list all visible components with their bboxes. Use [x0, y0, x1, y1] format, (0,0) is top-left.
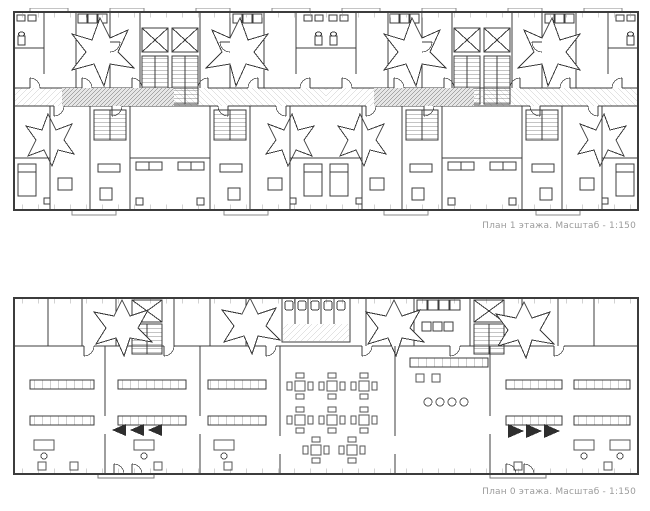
elevator — [473, 299, 505, 323]
stools — [423, 397, 469, 407]
cafe-tables — [286, 372, 378, 464]
floor1-building — [13, 8, 639, 215]
void-cut-symbol — [495, 301, 555, 359]
floor0-caption: План 0 этажа. Масштаб - 1:150 — [482, 487, 636, 497]
building-outline — [13, 297, 639, 475]
corridor-dense-hatch — [62, 88, 174, 106]
window-mullions — [14, 12, 638, 18]
bar-counter — [409, 357, 489, 368]
wall-units — [37, 373, 613, 471]
floor0-building — [13, 297, 639, 479]
window-mullions — [14, 204, 638, 210]
kitchen-block — [416, 299, 461, 332]
building-outline — [13, 11, 639, 211]
window-mullions — [14, 468, 638, 474]
floor0-plan-drawing — [13, 297, 639, 479]
corridor-dense-hatch — [374, 88, 474, 106]
floor1-plan-drawing — [13, 8, 639, 220]
floor1-caption: План 1 этажа. Масштаб - 1:150 — [482, 221, 636, 231]
wc-block — [281, 297, 351, 343]
entry-arrows — [112, 424, 560, 438]
shelving — [29, 357, 631, 426]
cashier-desks — [33, 439, 631, 460]
elevator — [131, 299, 163, 323]
